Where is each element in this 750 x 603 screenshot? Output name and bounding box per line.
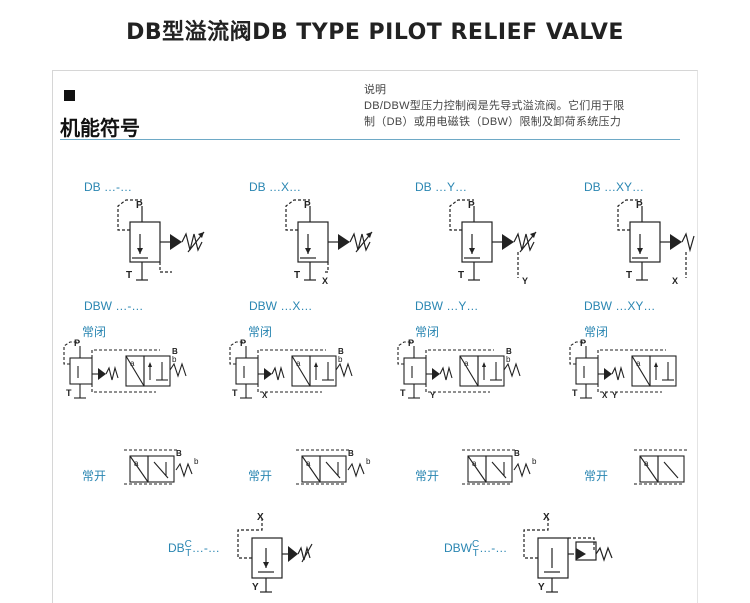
port-x: X — [262, 391, 268, 400]
solenoid-a-label: a — [636, 359, 641, 368]
port-t: T — [626, 270, 632, 281]
normally-closed-label-4: 常闭 — [584, 325, 609, 339]
solenoid-a-label: a — [464, 359, 469, 368]
solenoid-a-label: a — [644, 459, 649, 468]
port-x: X — [257, 512, 264, 523]
port-t: T — [66, 388, 72, 398]
normally-open-label-2: 常开 — [248, 469, 273, 483]
db-symbol-1: P T — [117, 199, 205, 281]
normally-open-label-1: 常开 — [82, 469, 107, 483]
dbc-symbol: X Y — [237, 512, 313, 593]
solenoid-b-label: b — [506, 355, 511, 364]
port-t: T — [400, 388, 406, 398]
dbc-label-main: DB — [168, 541, 185, 556]
dbw-no-symbol-4: a — [634, 449, 688, 485]
port-p: P — [636, 200, 643, 211]
port-p: P — [304, 200, 311, 211]
page-title: DB型溢流阀DB TYPE PILOT RELIEF VALVE — [126, 20, 624, 45]
db-symbol-3: P T Y — [449, 199, 537, 286]
port-p: P — [468, 200, 475, 211]
port-t: T — [126, 270, 132, 281]
port-p: P — [136, 200, 143, 211]
solenoid-b-label: b — [172, 355, 177, 364]
dbw-nc-symbol-2: P T X a b B — [229, 338, 353, 400]
port-y: Y — [252, 582, 259, 593]
solenoid-a-label: a — [130, 359, 135, 368]
port-t: T — [294, 270, 300, 281]
port-b-label: B — [348, 449, 354, 458]
port-x: X — [602, 391, 608, 400]
dbw-label-4: DBW …XY… — [584, 299, 656, 313]
port-y: Y — [522, 276, 528, 286]
solenoid-b-label: b — [532, 457, 537, 466]
normally-open-label-4: 常开 — [584, 469, 609, 483]
solenoid-a-label: a — [472, 459, 477, 468]
port-b-label: B — [514, 449, 520, 458]
port-b-label: B — [172, 347, 178, 356]
db-symbol-4: P T X — [617, 199, 695, 286]
port-x: X — [543, 512, 550, 523]
dbc-label-bottom: T — [185, 548, 192, 559]
port-t: T — [572, 388, 578, 398]
solenoid-a-label: a — [306, 459, 311, 468]
section-title: 机能符号 — [60, 116, 140, 140]
dbw-label-1: DBW …-… — [84, 299, 144, 313]
port-x: X — [672, 276, 678, 286]
port-b-label: B — [338, 347, 344, 356]
normally-closed-label-2: 常闭 — [248, 325, 273, 339]
dbwc-label-tail: …-… — [479, 541, 508, 556]
dbw-label-2: DBW …X… — [249, 299, 313, 313]
dbw-nc-symbol-3: P T Y a b B — [397, 338, 521, 400]
description-line-1: DB/DBW型压力控制阀是先导式溢流阀。它们用于限 — [364, 100, 625, 112]
port-p: P — [74, 338, 80, 348]
port-p: P — [580, 338, 586, 348]
dbwc-label-main: DBW — [444, 541, 472, 556]
port-p: P — [408, 338, 414, 348]
port-y: Y — [612, 391, 618, 400]
solenoid-b-label: b — [366, 457, 371, 466]
dbc-label-top: C — [184, 539, 192, 550]
port-y: Y — [538, 582, 545, 593]
normally-closed-label-3: 常闭 — [415, 325, 440, 339]
normally-closed-label-1: 常闭 — [82, 325, 107, 339]
port-b-label: B — [176, 449, 182, 458]
dbw-no-symbol-1: a b B — [124, 449, 199, 485]
db-symbol-2: P T X — [285, 199, 373, 286]
dbwc-label-bottom: T — [472, 548, 479, 559]
dbc-label-tail: …-… — [191, 541, 220, 556]
dbw-no-symbol-3: a b B — [462, 449, 537, 485]
description-line-2: 制（DB）或用电磁铁（DBW）限制及卸荷系统压力 — [364, 116, 622, 128]
dbw-nc-symbol-4: P T X Y a — [569, 338, 677, 400]
normally-open-label-3: 常开 — [415, 469, 440, 483]
section-divider — [60, 139, 680, 140]
content-panel — [52, 70, 698, 603]
db-label-1: DB …-… — [84, 180, 132, 194]
port-p: P — [240, 338, 246, 348]
dbw-nc-symbol-1: P T a b B — [63, 338, 187, 399]
dbw-label-3: DBW …Y… — [415, 299, 479, 313]
section-marker — [64, 90, 75, 101]
port-y: Y — [430, 391, 436, 400]
port-t: T — [232, 388, 238, 398]
port-t: T — [458, 270, 464, 281]
dbwc-label-top: C — [472, 539, 480, 550]
port-x: X — [322, 276, 328, 286]
solenoid-b-label: b — [338, 355, 343, 364]
solenoid-a-label: a — [296, 359, 301, 368]
db-label-2: DB …X… — [249, 180, 302, 194]
description-title: 说明 — [364, 84, 386, 96]
dbw-no-symbol-2: a b B — [296, 449, 371, 485]
port-b-label: B — [506, 347, 512, 356]
solenoid-b-label: b — [194, 457, 199, 466]
solenoid-a-label: a — [134, 459, 139, 468]
db-label-3: DB …Y… — [415, 180, 468, 194]
db-label-4: DB …XY… — [584, 180, 645, 194]
dbwc-symbol: X Y — [523, 512, 613, 593]
